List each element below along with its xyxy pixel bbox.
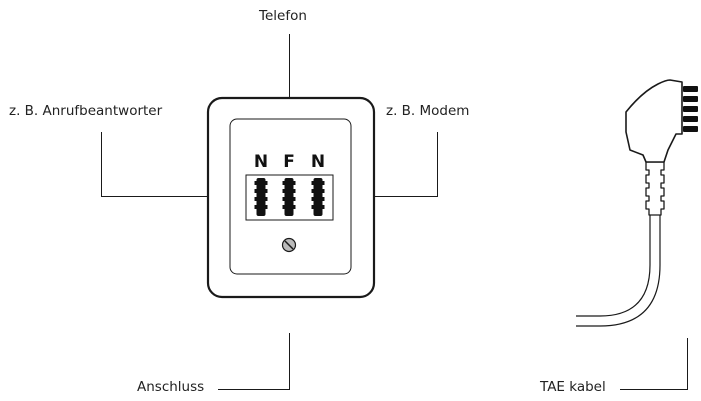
tae-plug-cable	[576, 79, 698, 327]
plug-body	[625, 79, 683, 163]
tae-socket: N F N	[206, 96, 376, 299]
cable	[576, 215, 661, 327]
label-modem: z. B. Modem	[386, 103, 470, 119]
contact-2	[282, 178, 296, 216]
slot-letter-3: N	[311, 152, 325, 172]
callout-lines	[101, 34, 688, 390]
label-tae-kabel: TAE kabel	[540, 379, 606, 395]
label-telefon: Telefon	[259, 8, 307, 24]
slot-letters: N F N	[254, 152, 325, 172]
label-anschluss: Anschluss	[137, 379, 205, 395]
plug-strain-relief	[645, 161, 665, 216]
contact-3	[311, 178, 325, 216]
callout-anschluss	[218, 333, 290, 390]
label-answering-machine: z. B. Anrufbeantworter	[9, 103, 163, 119]
callout-tae-kabel	[620, 338, 688, 390]
socket-slot-frame	[245, 174, 334, 221]
slot-letter-2: F	[283, 152, 295, 172]
plug-contacts	[683, 86, 698, 132]
slot-letter-1: N	[254, 152, 268, 172]
contact-1	[254, 178, 268, 216]
socket-contacts	[254, 178, 325, 216]
screw-icon	[281, 237, 297, 253]
